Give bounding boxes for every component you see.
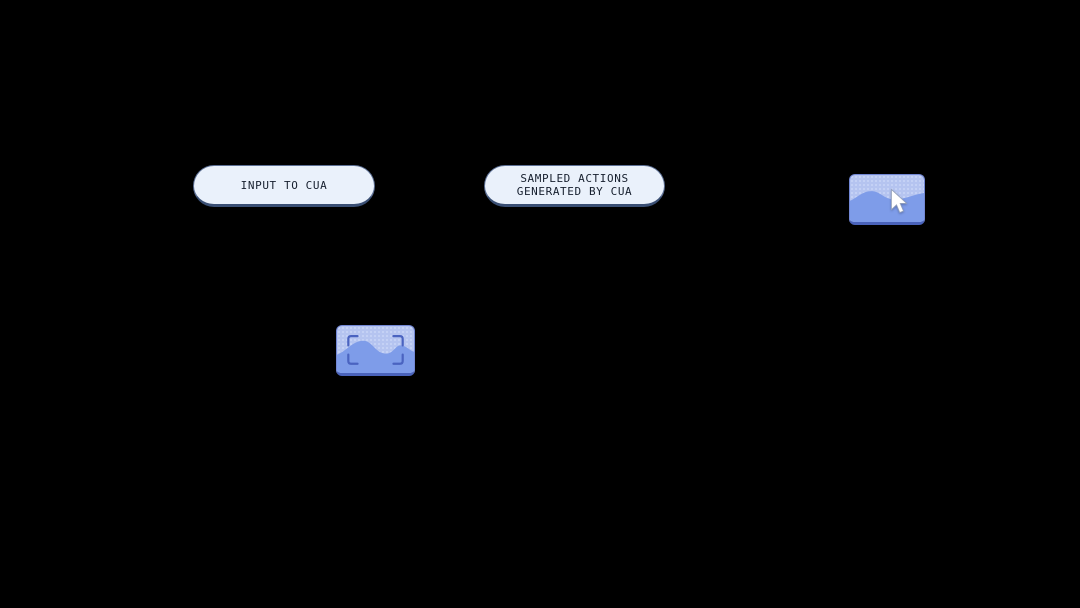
image-wave-icon [337, 340, 414, 373]
cursor-icon [890, 188, 907, 214]
screenshot-thumbnail [336, 325, 415, 376]
image-wave-icon [850, 191, 924, 222]
input-to-cua-label-pill: INPUT TO CUA [193, 165, 375, 207]
sampled-actions-label-line2: GENERATED BY CUA [516, 185, 633, 198]
sampled-actions-label-pill: SAMPLED ACTIONS GENERATED BY CUA [484, 165, 665, 207]
action-thumbnail [849, 174, 925, 225]
sampled-actions-label-line1: SAMPLED ACTIONS [520, 172, 629, 185]
crop-corners-icon [347, 335, 404, 365]
input-to-cua-label: INPUT TO CUA [240, 178, 328, 192]
